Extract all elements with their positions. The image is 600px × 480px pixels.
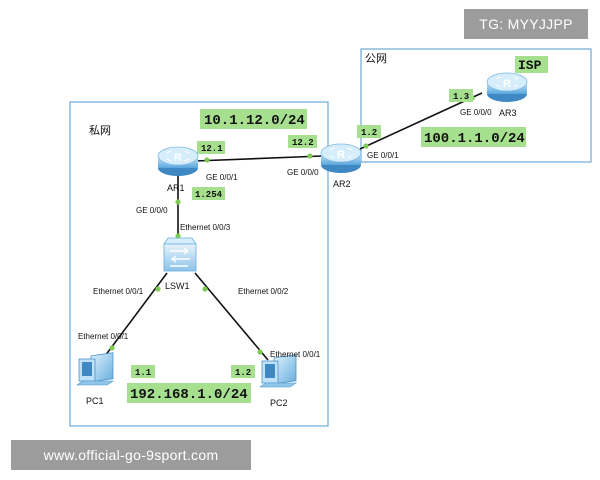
port-pc1: Ethernet 0/0/1 — [78, 332, 129, 341]
ip-ar1-lan: 1.254 — [195, 190, 223, 200]
port-ar1-lan: GE 0/0/0 — [136, 206, 168, 215]
port-ar2-lan: GE 0/0/0 — [287, 168, 319, 177]
device-name-lsw1: LSW1 — [165, 281, 190, 291]
isp-label-bg — [515, 56, 548, 73]
pc-pc1[interactable] — [76, 352, 114, 386]
switch-arrows — [170, 247, 190, 267]
device-name-ar3: AR3 — [499, 108, 517, 118]
port-dot — [175, 233, 181, 239]
port-dot — [363, 143, 369, 149]
router-icon — [320, 143, 362, 174]
pc-pc2[interactable] — [259, 354, 297, 388]
switch-lsw1[interactable] — [163, 237, 197, 272]
ip-pc1: 1.1 — [135, 368, 152, 378]
pc-icon — [259, 354, 297, 388]
ip-ar2-isp: 1.2 — [361, 128, 377, 138]
network-label-lan: 192.168.1.0/24 — [130, 387, 248, 403]
port-dot — [307, 153, 313, 159]
router-ar3[interactable] — [486, 72, 528, 103]
network-label-bg — [127, 383, 251, 403]
switch-body — [163, 243, 197, 272]
address-bg — [288, 135, 317, 148]
device-name-ar2: AR2 — [333, 179, 351, 189]
address-bg — [197, 141, 225, 154]
port-dot — [257, 349, 263, 355]
switch-icon — [163, 237, 197, 245]
port-lsw1-pc2: Ethernet 0/0/2 — [238, 287, 289, 296]
port-dot — [204, 157, 210, 163]
network-label-bg — [421, 127, 526, 147]
router-icon — [157, 146, 199, 177]
pc-icon — [76, 352, 114, 386]
port-lsw1-pc1: Ethernet 0/0/1 — [93, 287, 144, 296]
router-icon — [486, 72, 528, 103]
public-zone-box — [360, 48, 592, 163]
link-ar2-ar3 — [359, 92, 483, 150]
private-zone-label: 私网 — [89, 124, 111, 137]
address-bg — [131, 365, 155, 378]
port-dot — [175, 199, 181, 205]
device-name-ar1: AR1 — [167, 183, 185, 193]
link-lsw1-pc2 — [194, 272, 269, 361]
port-ar1-wan: GE 0/0/1 — [206, 173, 238, 182]
port-lsw1-up: Ethernet 0/0/3 — [180, 223, 231, 232]
isp-label: ISP — [518, 58, 542, 73]
port-dot — [155, 286, 161, 292]
network-label-bg — [200, 109, 307, 129]
watermark-telegram: TG: MYYJJPP — [464, 9, 588, 39]
address-bg — [449, 89, 473, 102]
address-bg — [357, 125, 381, 138]
port-dot — [202, 286, 208, 292]
port-dot — [109, 345, 115, 351]
network-label-isp: 100.1.1.0/24 — [424, 131, 525, 147]
private-zone-box — [69, 101, 329, 427]
ip-ar1-wan: 12.1 — [201, 144, 223, 154]
port-pc2: Ethernet 0/0/1 — [270, 350, 321, 359]
link-ar1-ar2 — [194, 155, 323, 162]
address-bg — [231, 365, 255, 378]
public-zone-label: 公网 — [365, 52, 387, 65]
network-label-wan: 10.1.12.0/24 — [204, 113, 305, 129]
port-ar2-wan: GE 0/0/1 — [367, 151, 399, 160]
link-dots — [109, 95, 475, 355]
ip-pc2: 1.2 — [235, 368, 251, 378]
router-ar2[interactable] — [320, 143, 362, 174]
router-ar1[interactable] — [157, 146, 199, 177]
watermark-website: www.official-go-9sport.com — [11, 440, 251, 470]
port-ar3: GE 0/0/0 — [460, 108, 492, 117]
device-name-pc2: PC2 — [270, 398, 288, 408]
address-bg — [192, 187, 225, 200]
ip-ar3: 1.3 — [453, 92, 469, 102]
device-name-pc1: PC1 — [86, 396, 104, 406]
ip-ar2-wan: 12.2 — [292, 138, 314, 148]
